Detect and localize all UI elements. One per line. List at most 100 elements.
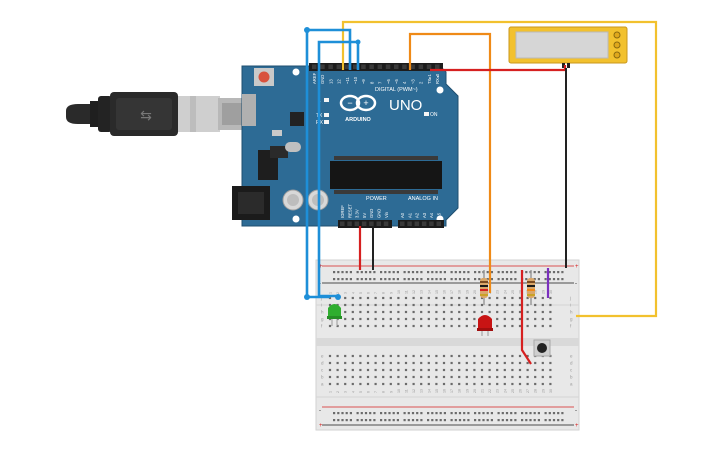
breadboard-hole[interactable] (549, 310, 552, 314)
breadboard-hole[interactable] (442, 368, 446, 372)
rail-hole[interactable] (463, 271, 466, 274)
pin-socket[interactable] (354, 221, 360, 227)
rail-hole[interactable] (521, 419, 524, 422)
rail-hole[interactable] (454, 271, 457, 274)
breadboard-hole[interactable] (374, 296, 377, 300)
rail-hole[interactable] (463, 278, 466, 281)
rail-hole[interactable] (501, 419, 504, 422)
breadboard-hole[interactable] (526, 317, 529, 321)
breadboard-hole[interactable] (549, 368, 552, 372)
breadboard-hole[interactable] (427, 354, 430, 358)
rail-hole[interactable] (557, 271, 560, 274)
breadboard-hole[interactable] (427, 324, 430, 328)
pushbutton[interactable] (533, 339, 551, 357)
rail-hole[interactable] (396, 419, 399, 422)
rail-hole[interactable] (380, 412, 383, 415)
rail-hole[interactable] (345, 278, 348, 281)
rail-hole[interactable] (482, 412, 485, 415)
breadboard-hole[interactable] (366, 382, 370, 386)
rail-hole[interactable] (557, 412, 560, 415)
breadboard-hole[interactable] (420, 324, 423, 328)
rail-hole[interactable] (482, 419, 485, 422)
rail-hole[interactable] (486, 271, 489, 274)
breadboard-hole[interactable] (427, 368, 430, 372)
rail-hole[interactable] (505, 278, 509, 281)
rail-hole[interactable] (454, 412, 457, 415)
breadboard-hole[interactable] (389, 303, 392, 307)
breadboard-hole[interactable] (435, 368, 438, 372)
breadboard-hole[interactable] (344, 310, 347, 314)
breadboard-hole[interactable] (450, 368, 453, 372)
breadboard-hole[interactable] (336, 354, 339, 358)
rail-hole[interactable] (497, 271, 500, 274)
rail-hole[interactable] (537, 412, 540, 415)
rail-hole[interactable] (454, 419, 457, 422)
breadboard-hole[interactable] (374, 382, 377, 386)
breadboard-hole[interactable] (458, 382, 461, 386)
rail-hole[interactable] (561, 278, 564, 281)
rail-hole[interactable] (521, 412, 524, 415)
rail-hole[interactable] (514, 419, 517, 422)
rail-hole[interactable] (557, 419, 560, 422)
breadboard-hole[interactable] (496, 310, 499, 314)
breadboard-hole[interactable] (336, 324, 339, 328)
pin-socket[interactable] (369, 64, 374, 70)
breadboard-hole[interactable] (351, 354, 354, 358)
rail-hole[interactable] (514, 412, 517, 415)
rail-hole[interactable] (450, 412, 453, 415)
rail-hole[interactable] (427, 278, 430, 281)
rail-hole[interactable] (486, 419, 489, 422)
breadboard-hole[interactable] (420, 317, 423, 321)
breadboard-hole[interactable] (420, 310, 423, 314)
rail-hole[interactable] (435, 419, 438, 422)
breadboard-hole[interactable] (473, 324, 476, 328)
breadboard-hole[interactable] (458, 303, 461, 307)
rail-hole[interactable] (380, 278, 383, 281)
rail-hole[interactable] (349, 412, 352, 415)
breadboard-hole[interactable] (503, 324, 506, 328)
breadboard-hole[interactable] (412, 361, 415, 365)
breadboard-hole[interactable] (450, 375, 453, 379)
pin-socket[interactable] (394, 64, 399, 70)
breadboard-hole[interactable] (366, 310, 370, 314)
breadboard-hole[interactable] (480, 296, 484, 300)
breadboard-hole[interactable] (503, 361, 506, 365)
rail-hole[interactable] (345, 419, 348, 422)
breadboard-hole[interactable] (450, 354, 453, 358)
breadboard-hole[interactable] (511, 296, 514, 300)
rail-hole[interactable] (514, 278, 517, 281)
rail-hole[interactable] (525, 419, 528, 422)
rail-hole[interactable] (349, 278, 352, 281)
breadboard-hole[interactable] (488, 310, 491, 314)
breadboard-hole[interactable] (427, 361, 430, 365)
breadboard-hole[interactable] (541, 317, 544, 321)
rail-hole[interactable] (341, 412, 344, 415)
pin-socket[interactable] (402, 64, 407, 70)
rail-hole[interactable] (510, 271, 513, 274)
rail-hole[interactable] (431, 278, 434, 281)
breadboard-hole[interactable] (488, 361, 491, 365)
breadboard-hole[interactable] (526, 296, 529, 300)
rail-hole[interactable] (478, 278, 481, 281)
breadboard-hole[interactable] (526, 375, 529, 379)
breadboard-hole[interactable] (526, 368, 529, 372)
rail-hole[interactable] (388, 278, 391, 281)
breadboard-hole[interactable] (351, 317, 354, 321)
breadboard-hole[interactable] (541, 324, 544, 328)
breadboard-hole[interactable] (366, 324, 370, 328)
rail-hole[interactable] (364, 271, 368, 274)
breadboard-hole[interactable] (534, 317, 537, 321)
rail-hole[interactable] (474, 419, 477, 422)
breadboard-hole[interactable] (366, 354, 370, 358)
breadboard-hole[interactable] (518, 296, 522, 300)
breadboard-hole[interactable] (518, 354, 522, 358)
rail-hole[interactable] (529, 412, 532, 415)
rail-hole[interactable] (403, 271, 406, 274)
rail-hole[interactable] (337, 419, 340, 422)
rail-hole[interactable] (561, 412, 564, 415)
breadboard-hole[interactable] (496, 382, 499, 386)
pin-socket[interactable] (347, 221, 352, 227)
rail-hole[interactable] (458, 412, 462, 415)
breadboard-hole[interactable] (351, 310, 354, 314)
breadboard-hole[interactable] (359, 368, 362, 372)
